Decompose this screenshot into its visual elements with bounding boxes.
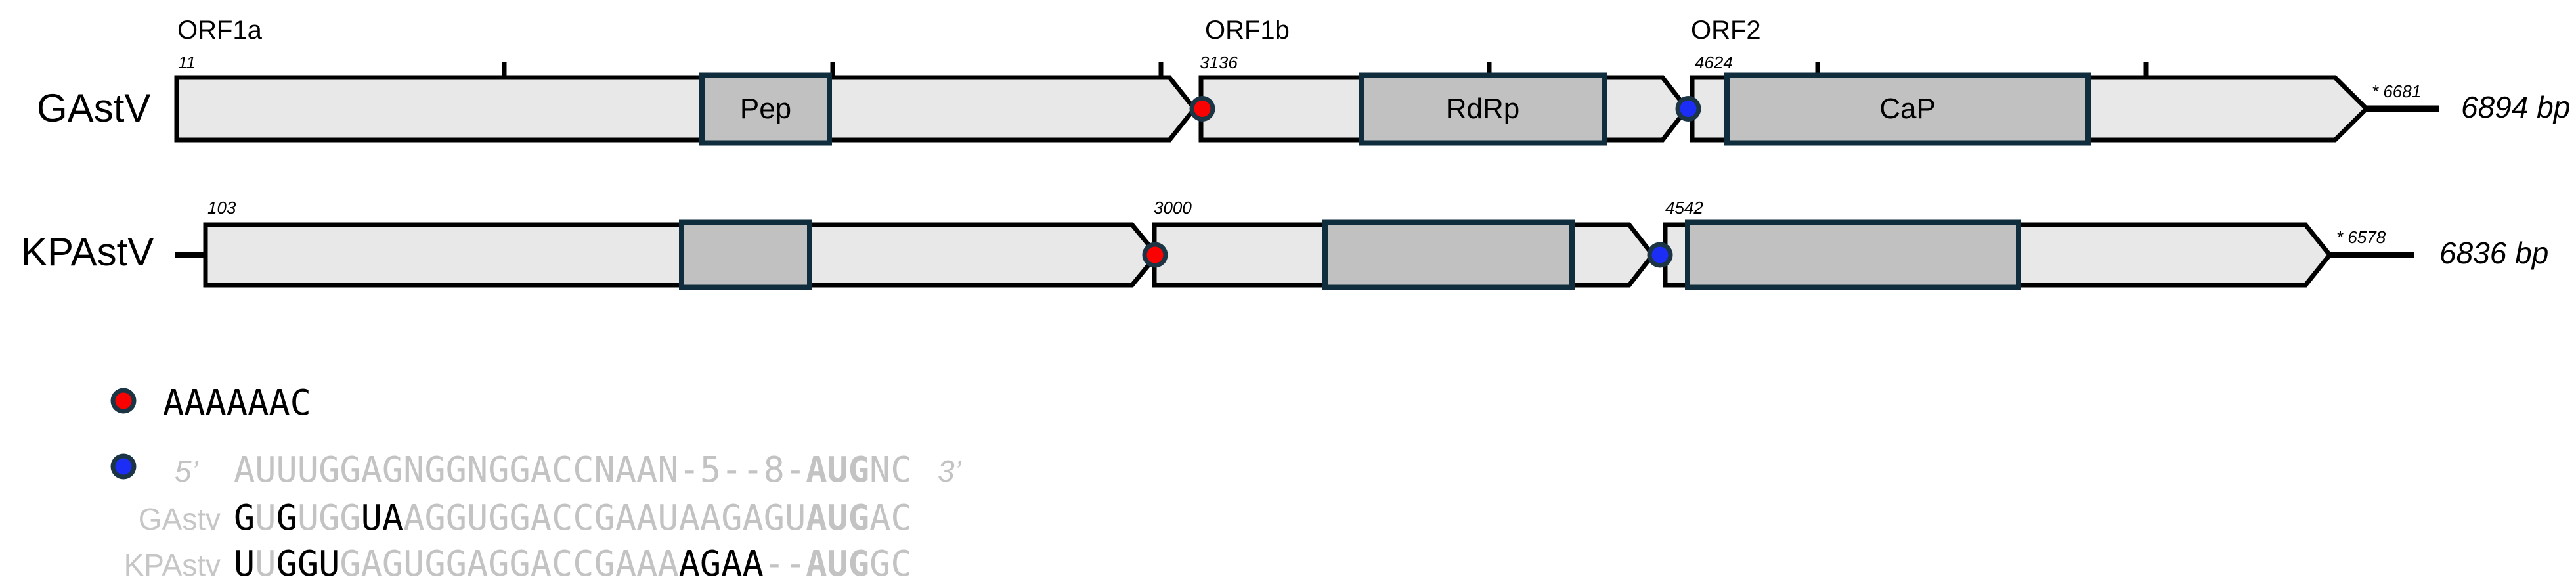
genome-length-gastv: 6894 bp [2461,90,2571,124]
rdrp-domain-box-gastv [1359,72,1607,146]
pep-domain-box-kpastv [679,219,812,290]
polya-signal-sequence: AAAAAAC [163,382,311,423]
gastv-sequence: GUGUGGUAAGGUGGACCGAAUAAGAGUAUGAC [234,497,912,538]
start-position-kpastv: 103 [207,198,236,217]
pep-domain-label: Pep [739,92,792,125]
orf1b-label: ORF1b [1205,16,1290,45]
tick-marks-gastv [502,62,2149,78]
orf1a-segment-gastv [174,75,1198,143]
frameshift-marker-kpastv [1146,246,1164,263]
stop-position-gastv: * 6681 [2372,81,2422,101]
cap-domain-box-kpastv [1685,219,2021,290]
genome-length-kpastv: 6836 bp [2439,236,2549,270]
rdrp-domain-box-kpastv [1322,219,1575,290]
cap-domain-box-gastv [1724,72,2091,146]
start-position-gastv: 11 [178,53,196,72]
kpastv-sequence: UUGGUGAGUGGAGGACCGAAAAGAA--AUGGC [234,543,912,584]
row-label-kpastv: KPAstV [21,230,154,274]
orf1a-label: ORF1a [177,16,262,45]
frameshift-position-kpastv: 3000 [1154,198,1192,217]
row-label-gastv: GAstV [37,86,151,130]
legend-row-label-gastv: GAstv [138,502,221,536]
three-prime-label: 3’ [938,454,961,488]
orf2-start-marker-gastv [1680,101,1697,117]
legend-red-marker-icon [115,392,132,409]
orf2-label: ORF2 [1691,16,1761,45]
legend-blue-marker-icon [115,458,132,475]
frameshift-marker-gastv [1194,101,1211,117]
cap-domain-label: CaP [1879,92,1936,125]
rdrp-domain-label: RdRp [1445,92,1520,125]
pep-domain-box-gastv [699,72,832,146]
legend-row-label-kpastv: KPAstv [123,548,221,582]
orf2-start-position-kpastv: 4542 [1665,198,1703,217]
orf2-start-position-gastv: 4624 [1695,53,1733,72]
frameshift-position-gastv: 3136 [1200,53,1238,72]
stop-position-kpastv: * 6578 [2336,227,2386,247]
five-prime-label: 5’ [175,454,198,488]
consensus-sequence: AUUUGGAGNGGNGGACCNAAN-5--8-AUGNC [234,449,912,490]
orf2-start-marker-kpastv [1651,246,1669,263]
